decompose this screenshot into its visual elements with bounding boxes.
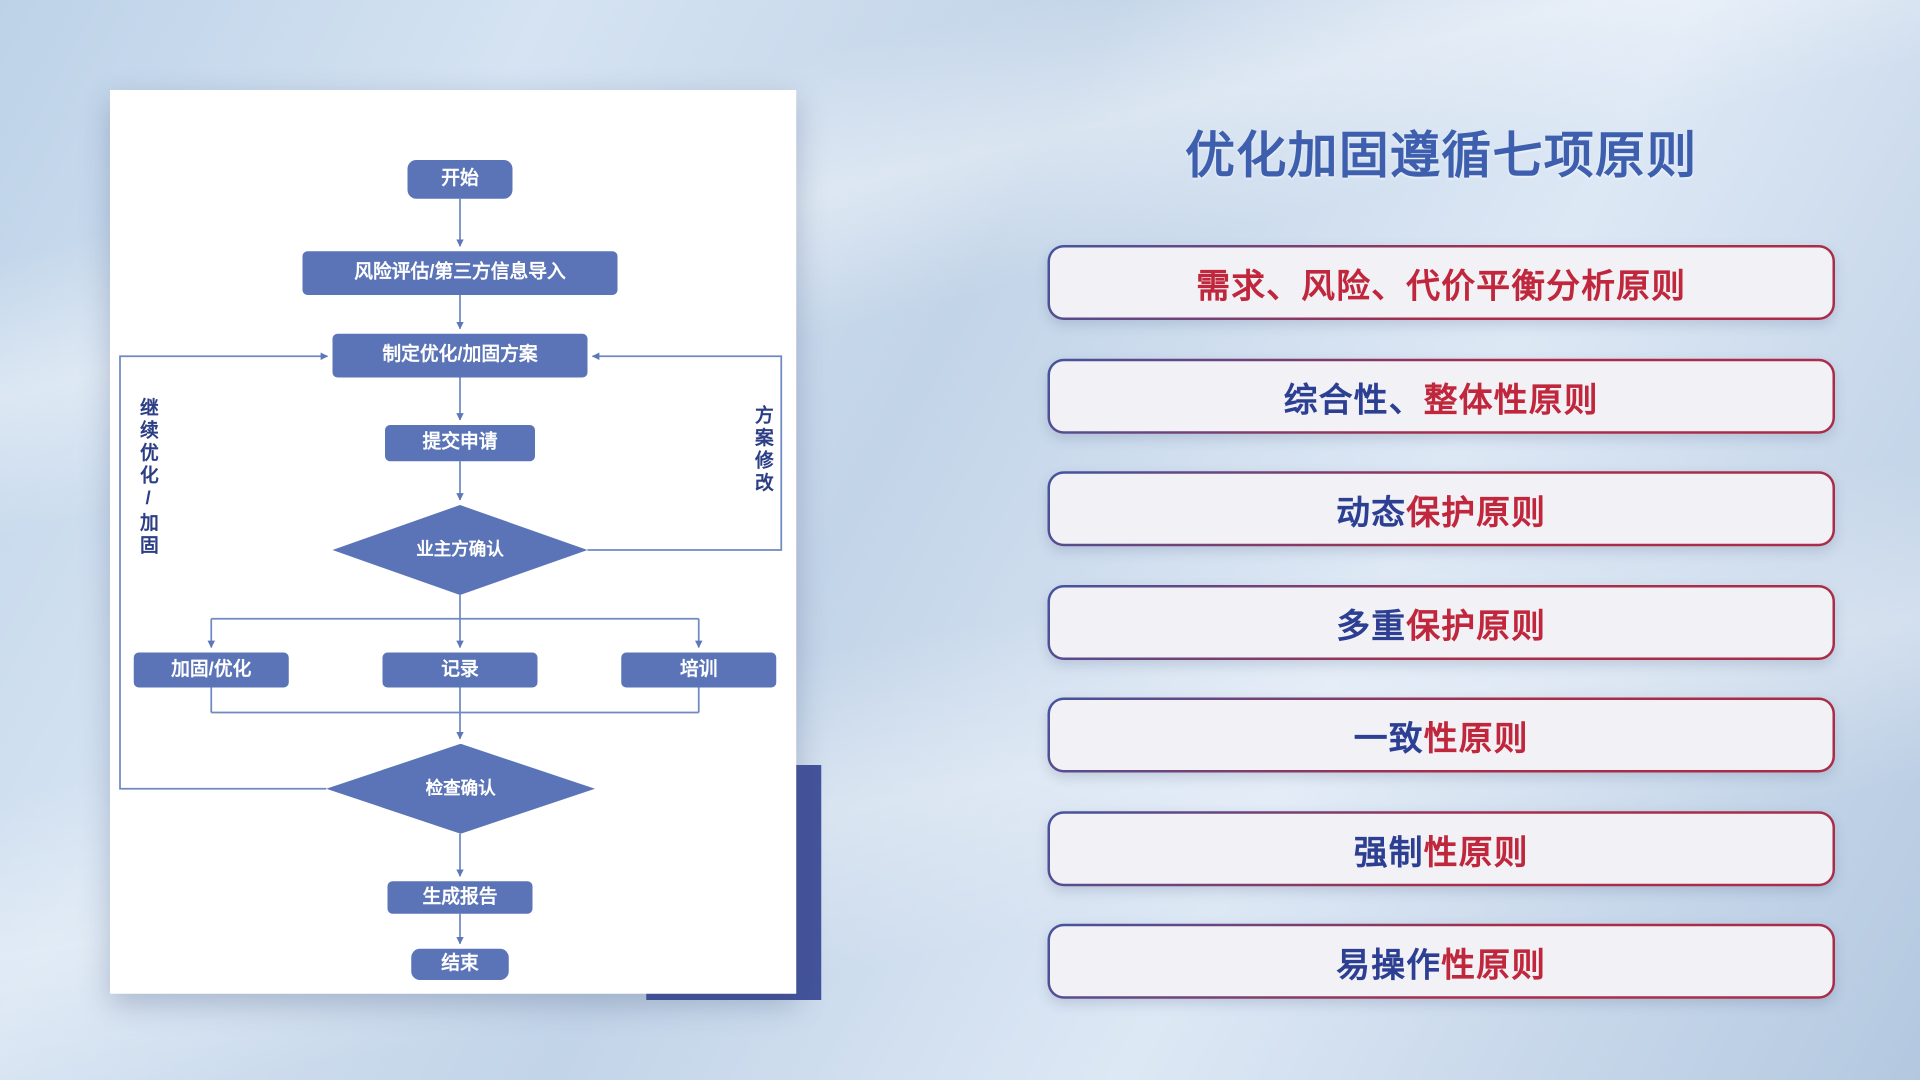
flowchart-node-submit-request: 提交申请	[385, 425, 535, 462]
principle-text-blue: 动态	[1336, 493, 1407, 531]
principle-box-2: 综合性、整体性原则	[1047, 358, 1835, 434]
principle-text: 多重保护原则	[1050, 587, 1833, 658]
principle-text-red: 性原则	[1441, 945, 1547, 984]
principle-text-blue: 多重	[1336, 606, 1407, 645]
flowchart-node-end: 结束	[411, 948, 509, 980]
flowchart-node-make-plan: 制定优化/加固方案	[332, 333, 588, 378]
flowchart-node-reinforce-optimize: 加固/优化	[133, 652, 289, 688]
principle-box-6: 强制性原则	[1047, 811, 1835, 887]
principle-text-blue: 一致	[1353, 719, 1424, 757]
principle-box-7: 易操作性原则	[1047, 923, 1835, 999]
principle-box-5: 一致性原则	[1047, 697, 1835, 773]
flowchart-card: 开始 风险评估/第三方信息导入 制定优化/加固方案 提交申请 业主方确认 加固/…	[110, 90, 797, 994]
flowchart-node-training: 培训	[621, 652, 777, 688]
principle-text: 一致性原则	[1050, 700, 1833, 770]
flowchart-node-risk-assessment: 风险评估/第三方信息导入	[302, 251, 618, 295]
principle-box-1: 需求、风险、代价平衡分析原则	[1047, 245, 1835, 320]
principle-text-red: 性原则	[1423, 833, 1529, 871]
principles-panel: 优化加固遵循七项原则 需求、风险、代价平衡分析原则 综合性、整体性原则 动态保护…	[1047, 0, 1835, 1080]
flowchart-connectors	[119, 198, 783, 945]
principle-text-red: 性原则	[1423, 719, 1529, 757]
principle-text-blue: 易操作	[1336, 945, 1442, 984]
left-loop-label: 继续优化/加固	[137, 397, 159, 558]
principle-text: 强制性原则	[1050, 813, 1833, 884]
principle-text: 易操作性原则	[1050, 926, 1833, 997]
principle-text-red: 需求、风险、代价平衡分析原则	[1196, 266, 1687, 305]
principle-text-red: 保护原则	[1406, 606, 1547, 645]
flowchart-node-start: 开始	[407, 160, 513, 199]
flowchart-node-generate-report: 生成报告	[387, 881, 533, 914]
principle-text: 需求、风险、代价平衡分析原则	[1050, 247, 1833, 318]
right-loop-label: 方案修改	[752, 405, 774, 495]
principle-text: 综合性、整体性原则	[1050, 361, 1833, 432]
principle-text-red: 整体性原则	[1423, 380, 1599, 419]
principle-box-3: 动态保护原则	[1047, 471, 1835, 547]
principle-text: 动态保护原则	[1050, 473, 1833, 544]
principle-text-blue: 综合性、	[1283, 380, 1424, 419]
principle-box-4: 多重保护原则	[1047, 585, 1835, 660]
principle-text-red: 保护原则	[1406, 493, 1547, 531]
flowchart-node-record: 记录	[382, 652, 538, 688]
principle-text-blue: 强制	[1353, 833, 1424, 871]
page-title: 优化加固遵循七项原则	[1185, 128, 1698, 184]
